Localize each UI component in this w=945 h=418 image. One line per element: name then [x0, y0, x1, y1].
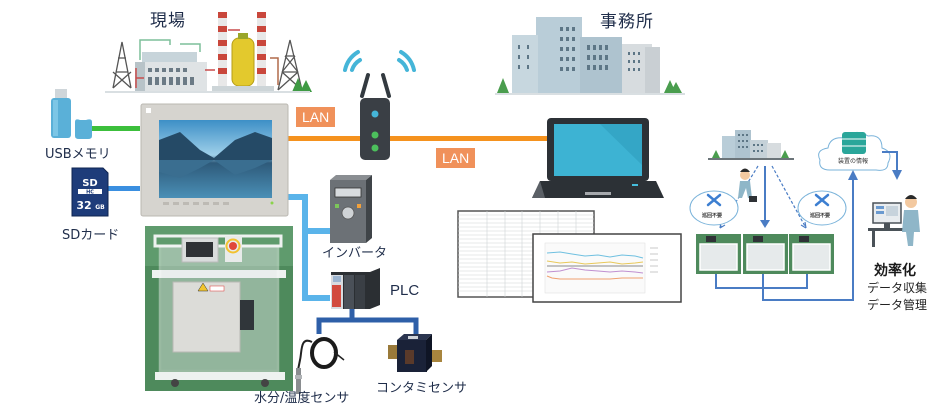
inverter-icon: [330, 175, 372, 243]
plc-contamination-line: [350, 317, 419, 334]
contamination-sensor-label: コンタミセンサ: [376, 381, 468, 396]
trend-chart-thumbnail: [532, 233, 682, 303]
factory-icon: [105, 12, 312, 93]
inverter-label: インバータ: [322, 246, 388, 261]
no-patrol-bubble-1: [689, 190, 739, 226]
no-patrol-label-1: 巡回不要: [702, 213, 723, 219]
lan-badge-left: LAN: [296, 107, 336, 127]
contamination-sensor-icon: [388, 334, 442, 372]
touch-panel-icon[interactable]: [140, 103, 289, 217]
usb-memory-label: USBメモリ: [45, 147, 111, 162]
usb-memory-icon: [51, 89, 92, 139]
machine-thumbnail-2: [743, 234, 788, 274]
sd-card-label: SDカード: [62, 228, 120, 243]
cloud-label: 装置の情報: [838, 158, 869, 165]
worker-icon: [738, 168, 757, 202]
sd-logo-text: SD: [82, 178, 98, 189]
lan-line-hmi-router-laptop: [286, 136, 551, 141]
machine-thumbnail-1: [696, 234, 741, 274]
operator-at-pc-icon: [868, 195, 920, 247]
machine-thumbnail-3: [789, 234, 834, 274]
connection-lines: [92, 126, 551, 334]
hmi-plc-line: [286, 194, 330, 301]
lan-badge-right: LAN: [436, 148, 476, 168]
office-building-icon: [495, 17, 685, 95]
sd-unit-text: GB: [95, 204, 105, 211]
cross-icon: [706, 193, 722, 207]
sd-connection-line: [108, 186, 140, 191]
machine-thumbnails: [696, 234, 834, 274]
remote-office-icon: [708, 130, 794, 160]
laptop-icon: [532, 118, 664, 198]
no-patrol-bubble-2: [797, 190, 847, 226]
moisture-sensor-icon: [295, 337, 345, 394]
cross-icon: [814, 193, 830, 207]
plc-moisture-line: [316, 308, 355, 334]
sd-hc-text: HC: [86, 190, 94, 196]
sd-card-icon: SD HC 32 GB: [71, 167, 109, 217]
wifi-router-icon: [343, 50, 416, 160]
office-title: 事務所: [600, 12, 654, 32]
efficiency-data-collection: データ収集: [867, 281, 928, 295]
plc-icon: [331, 268, 380, 309]
efficiency-title: 効率化: [874, 263, 916, 279]
site-title: 現場: [150, 11, 186, 31]
sd-capacity-text: 32: [76, 199, 91, 212]
efficiency-data-management: データ管理: [867, 298, 928, 312]
usb-connection-line: [92, 126, 140, 131]
moisture-sensor-label: 水分/温度センサ: [254, 391, 350, 406]
equipment-cart-photo: [145, 226, 293, 391]
no-patrol-label-2: 巡回不要: [810, 213, 831, 219]
machine-network-lines: [715, 170, 858, 301]
cloud-database-icon: [818, 132, 902, 180]
plc-label: PLC: [390, 282, 420, 299]
